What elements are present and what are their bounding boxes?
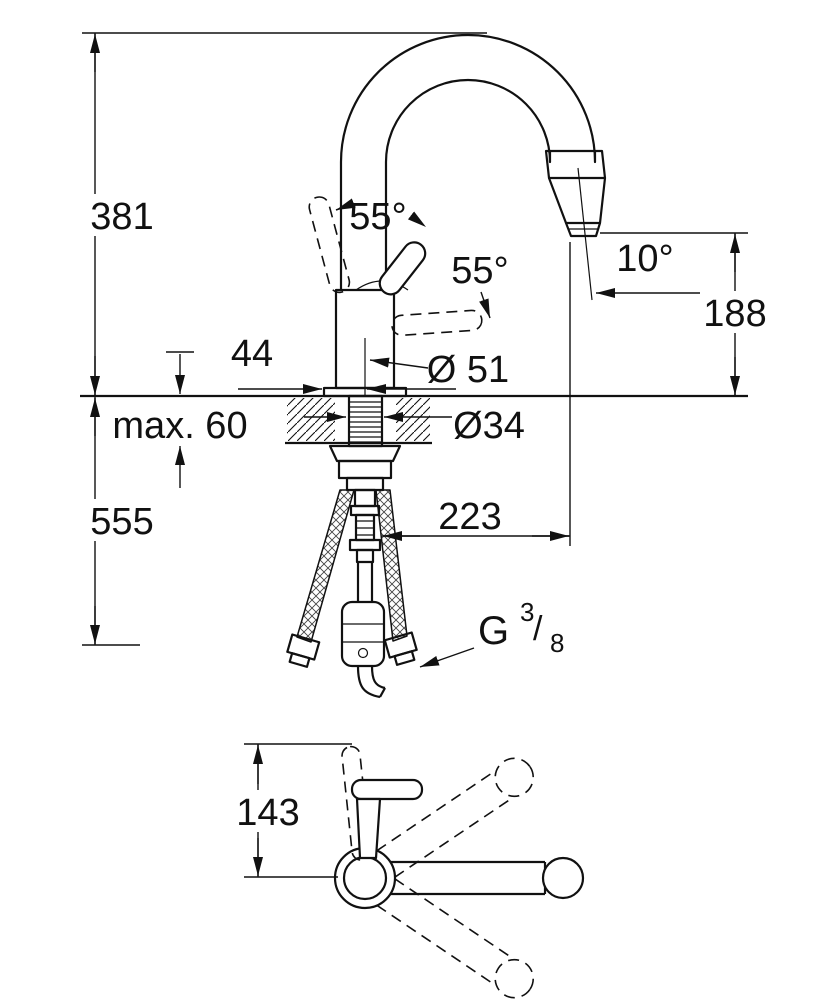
thread-prefix-label: G	[478, 609, 509, 653]
dim-44: 44	[231, 333, 456, 394]
dim-angle55-left: 55°	[349, 196, 406, 238]
deck-hatch-right	[396, 398, 430, 441]
top-view-spout	[333, 846, 585, 910]
dim-188-label: 188	[703, 293, 766, 335]
top-view: 143	[226, 743, 585, 999]
dim-555-label: 555	[90, 501, 153, 543]
top-view-swivel-range	[376, 757, 535, 999]
pullout-hose-and-weight	[340, 488, 386, 699]
dim-angle10: 10°	[596, 238, 700, 298]
dim-381: 381	[82, 32, 487, 396]
hose-fitting-left	[286, 633, 321, 668]
dim-223-label: 223	[438, 496, 501, 538]
spray-head	[544, 149, 607, 301]
dim-max60: max. 60	[112, 351, 248, 488]
deck-hatch-left	[287, 398, 335, 441]
dim-dia51: Ø 51	[369, 349, 509, 391]
thread-numerator-label: 3	[520, 597, 534, 627]
dim-188: 188	[600, 232, 773, 396]
dim-dia51-label: Ø 51	[427, 349, 509, 391]
dim-dia34-label: Ø34	[453, 405, 525, 447]
dim-223: 223	[382, 242, 571, 546]
top-view-handle	[341, 745, 424, 861]
mounting-shank	[328, 394, 402, 492]
thread-slash-label: /	[533, 610, 543, 648]
angle-55-right-label: 55°	[451, 250, 508, 292]
dim-381-label: 381	[90, 196, 153, 238]
thread-denominator-label: 8	[550, 628, 564, 658]
handle	[355, 241, 427, 296]
handle-swivel-range	[308, 196, 483, 337]
hose-fitting-right	[383, 631, 418, 666]
dim-max60-label: max. 60	[112, 405, 247, 447]
dim-555: 555	[82, 396, 160, 646]
angle-55-left-label: 55°	[349, 196, 406, 238]
angle-10-label: 10°	[616, 238, 673, 280]
dim-thread-g38: G 3 / 8	[419, 597, 564, 668]
supply-hoses	[286, 489, 418, 668]
main-view: 381 555 max. 60 44 Ø 51	[80, 32, 773, 699]
dim-dia34: Ø34	[304, 405, 525, 447]
dim-143: 143	[226, 743, 352, 878]
dim-143-label: 143	[236, 792, 299, 834]
dim-angle55-right: 55°	[451, 250, 509, 319]
dim-44-label: 44	[231, 333, 273, 375]
